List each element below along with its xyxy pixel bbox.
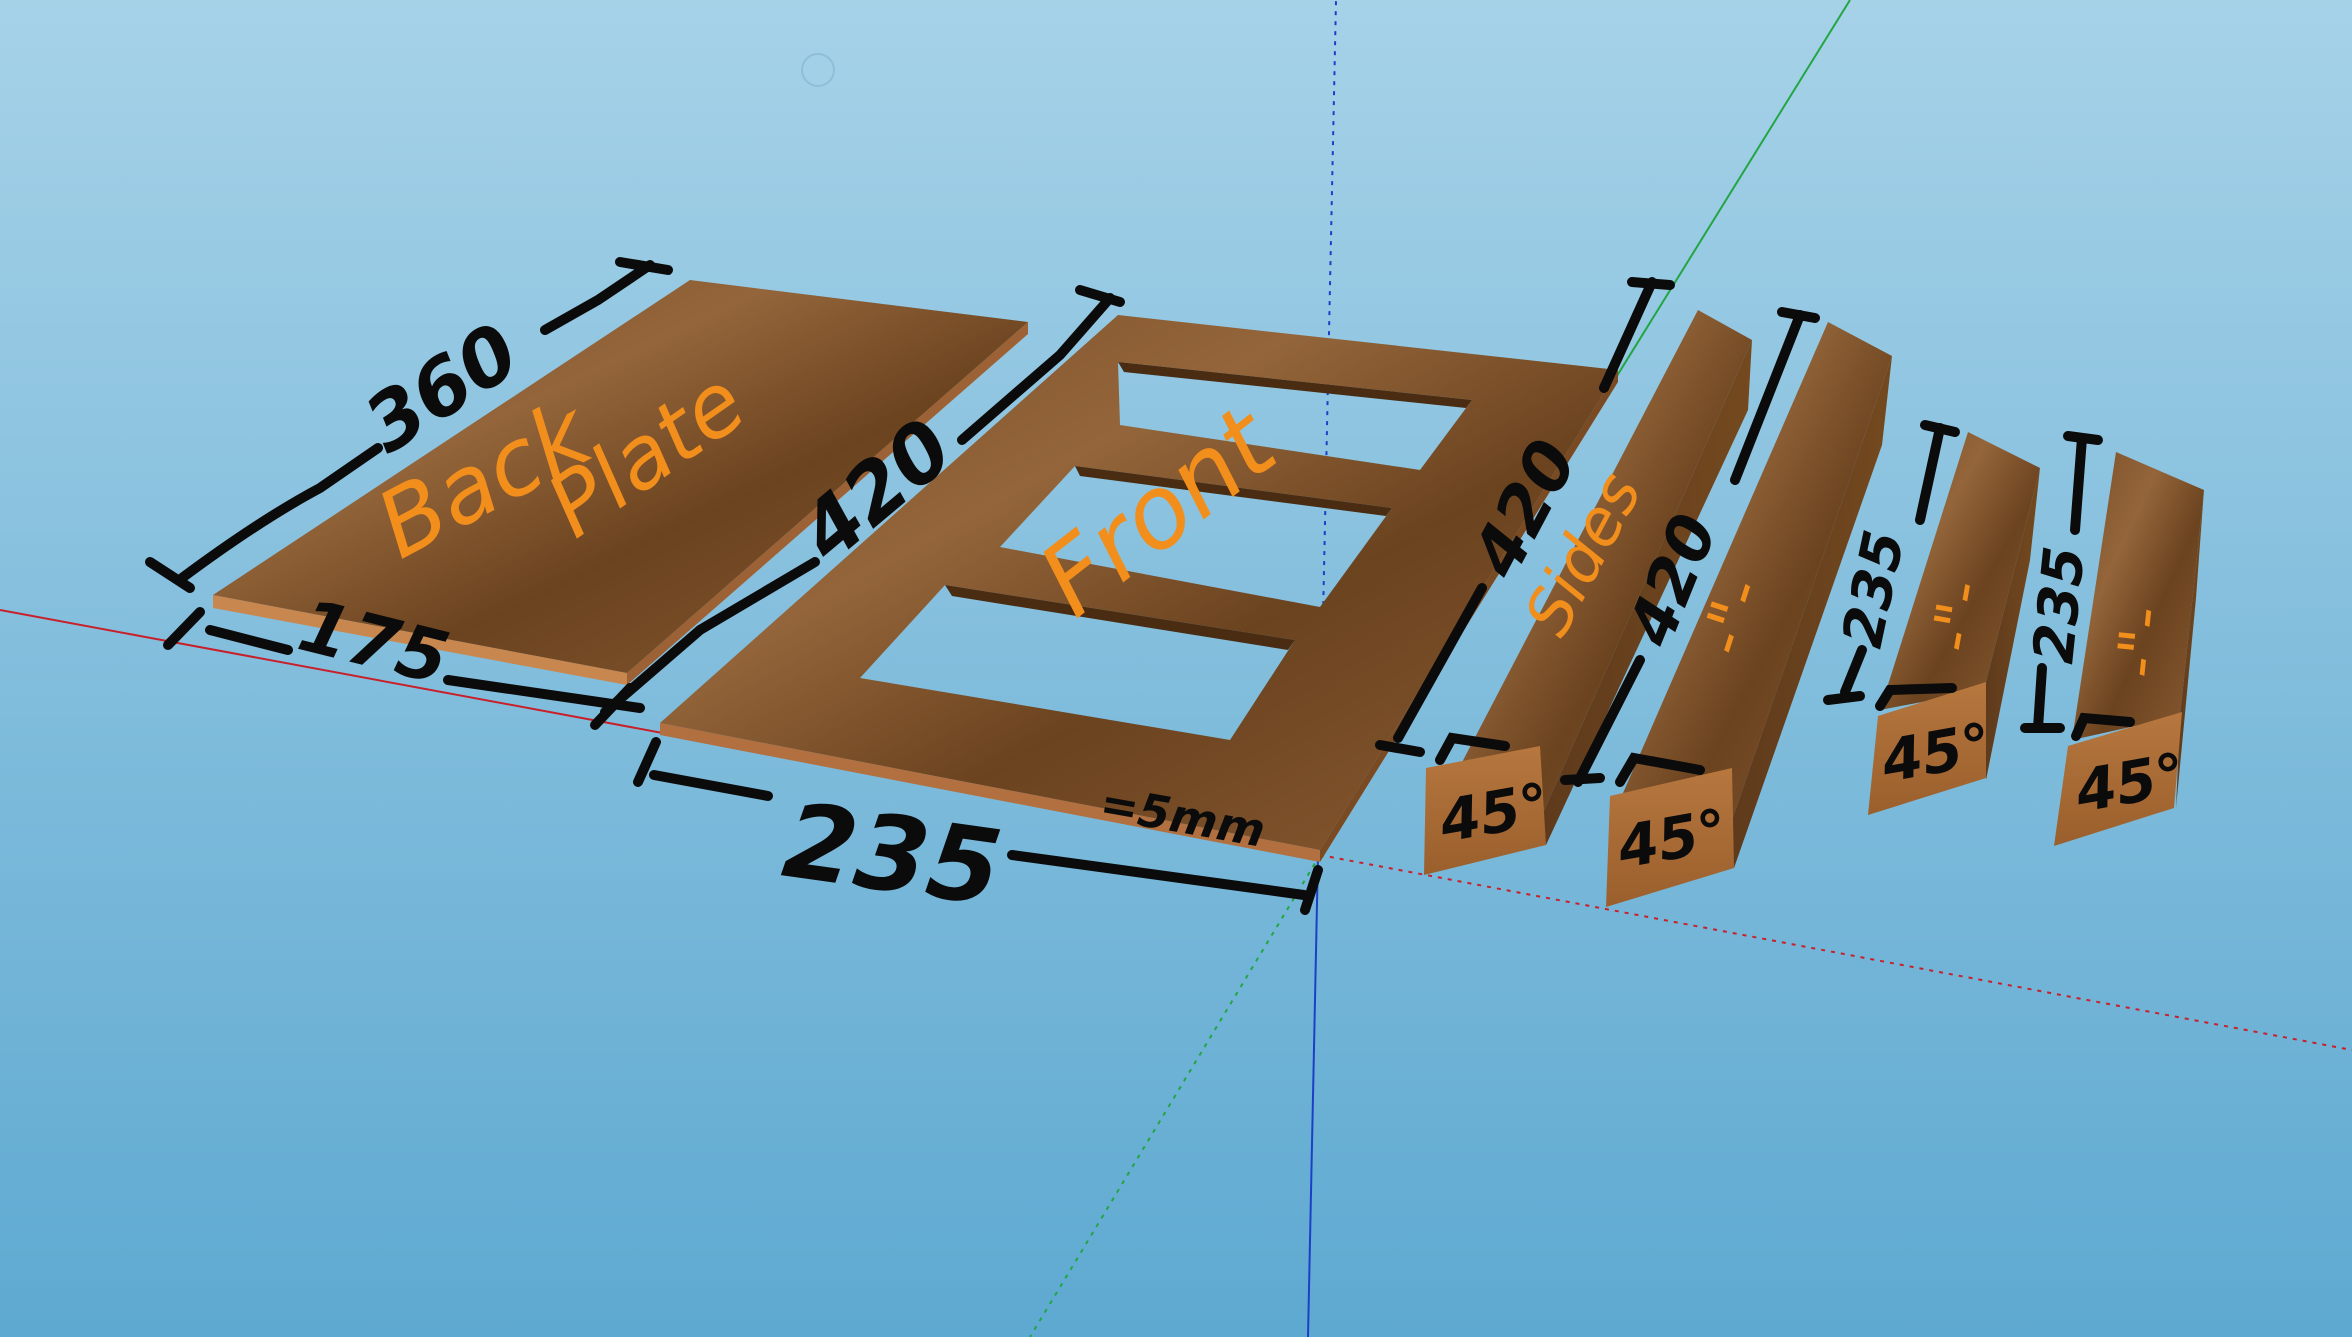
- angle-hook-3: [1875, 683, 1957, 711]
- end-beam-1[interactable]: [1868, 432, 2040, 815]
- dim-side2-end-tick: [1777, 307, 1820, 323]
- front-plate-edge: [660, 723, 1320, 862]
- dim-back-width-start-tick: [163, 607, 205, 650]
- dim-side1-line-b: [1599, 277, 1657, 393]
- back-plate-top: [213, 280, 1028, 673]
- dim-side1-start-tick: [1375, 740, 1425, 757]
- dim-back-width-line-a: [205, 625, 293, 655]
- label-ditto-2: -"-: [1918, 576, 1999, 658]
- dim-end1-end-tick: [1920, 420, 1960, 437]
- dim-end2-end-tick: [2063, 431, 2103, 445]
- end-beam-1-top: [1880, 432, 2040, 710]
- dim-back-length-start-tick: [145, 557, 195, 593]
- dim-front-width-start-tick: [633, 737, 661, 787]
- dim-side2-line-a: [1573, 655, 1645, 787]
- dim-end1-line-b: [1915, 423, 1945, 525]
- end-beam-1-face: [1984, 468, 2040, 780]
- dim-front-width-end-tick: [1300, 865, 1323, 915]
- end-beam-2-end: [2054, 712, 2182, 846]
- front-window-inner-shade: [945, 362, 1472, 650]
- dim-front-width-line-b: [1007, 850, 1309, 900]
- view-marker: [801, 53, 835, 87]
- dim-end1-start-tick: [1823, 691, 1865, 705]
- side-beam-1-end: [1424, 746, 1546, 875]
- side-beam-2-face: [1730, 356, 1892, 868]
- angle-hook-1: [1435, 732, 1510, 765]
- side-beam-1[interactable]: [1424, 310, 1752, 875]
- dim-side1-line-a: [1393, 583, 1487, 743]
- dim-end1-line-a: [1840, 645, 1867, 697]
- dim-end2-line-a: [2033, 663, 2047, 733]
- angle-hook-4: [2071, 712, 2135, 741]
- dim-back-length-end-tick: [615, 257, 673, 275]
- end-beam-1-end: [1868, 682, 1986, 815]
- end-beam-2-top: [2072, 452, 2204, 740]
- dim-end2-line-b: [2070, 433, 2087, 535]
- dim-front-length-line-b: [957, 293, 1115, 445]
- dim-front-length-line-a: [600, 557, 820, 717]
- dim-side1-end-tick: [1627, 277, 1675, 290]
- dim-back-length-line-b: [540, 260, 655, 335]
- front-plate-top: [660, 315, 1618, 850]
- side-beam-2-top: [1620, 322, 1892, 826]
- green-axis-dotted: [1029, 854, 1321, 1337]
- side-beam-2-end: [1606, 768, 1734, 907]
- side-beam-1-top: [1458, 310, 1752, 820]
- angle-hook-2: [1615, 752, 1705, 787]
- blue-axis: [1307, 854, 1319, 1337]
- end-beam-2-face: [2176, 490, 2204, 808]
- back-plate-edge-side: [627, 322, 1028, 685]
- dim-side2-start-tick: [1560, 773, 1605, 785]
- dim-end2-text: 235: [2021, 543, 2098, 666]
- dim-front-length-end-tick: [1075, 285, 1125, 307]
- side-beam-2[interactable]: [1606, 322, 1892, 907]
- back-plate-edge: [213, 595, 627, 685]
- label-ditto-3: -"-: [2103, 604, 2180, 682]
- dim-front-width-line-a: [649, 770, 773, 801]
- back-plate[interactable]: [213, 280, 1028, 685]
- end-beam-2[interactable]: [2054, 452, 2204, 846]
- dim-front-width-text: 235: [777, 779, 1009, 930]
- dimension-lines: [145, 257, 2135, 915]
- dim-back-length-line-a: [177, 443, 383, 583]
- dim-side2-line-b: [1730, 310, 1805, 485]
- side-beam-1-face: [1540, 340, 1752, 845]
